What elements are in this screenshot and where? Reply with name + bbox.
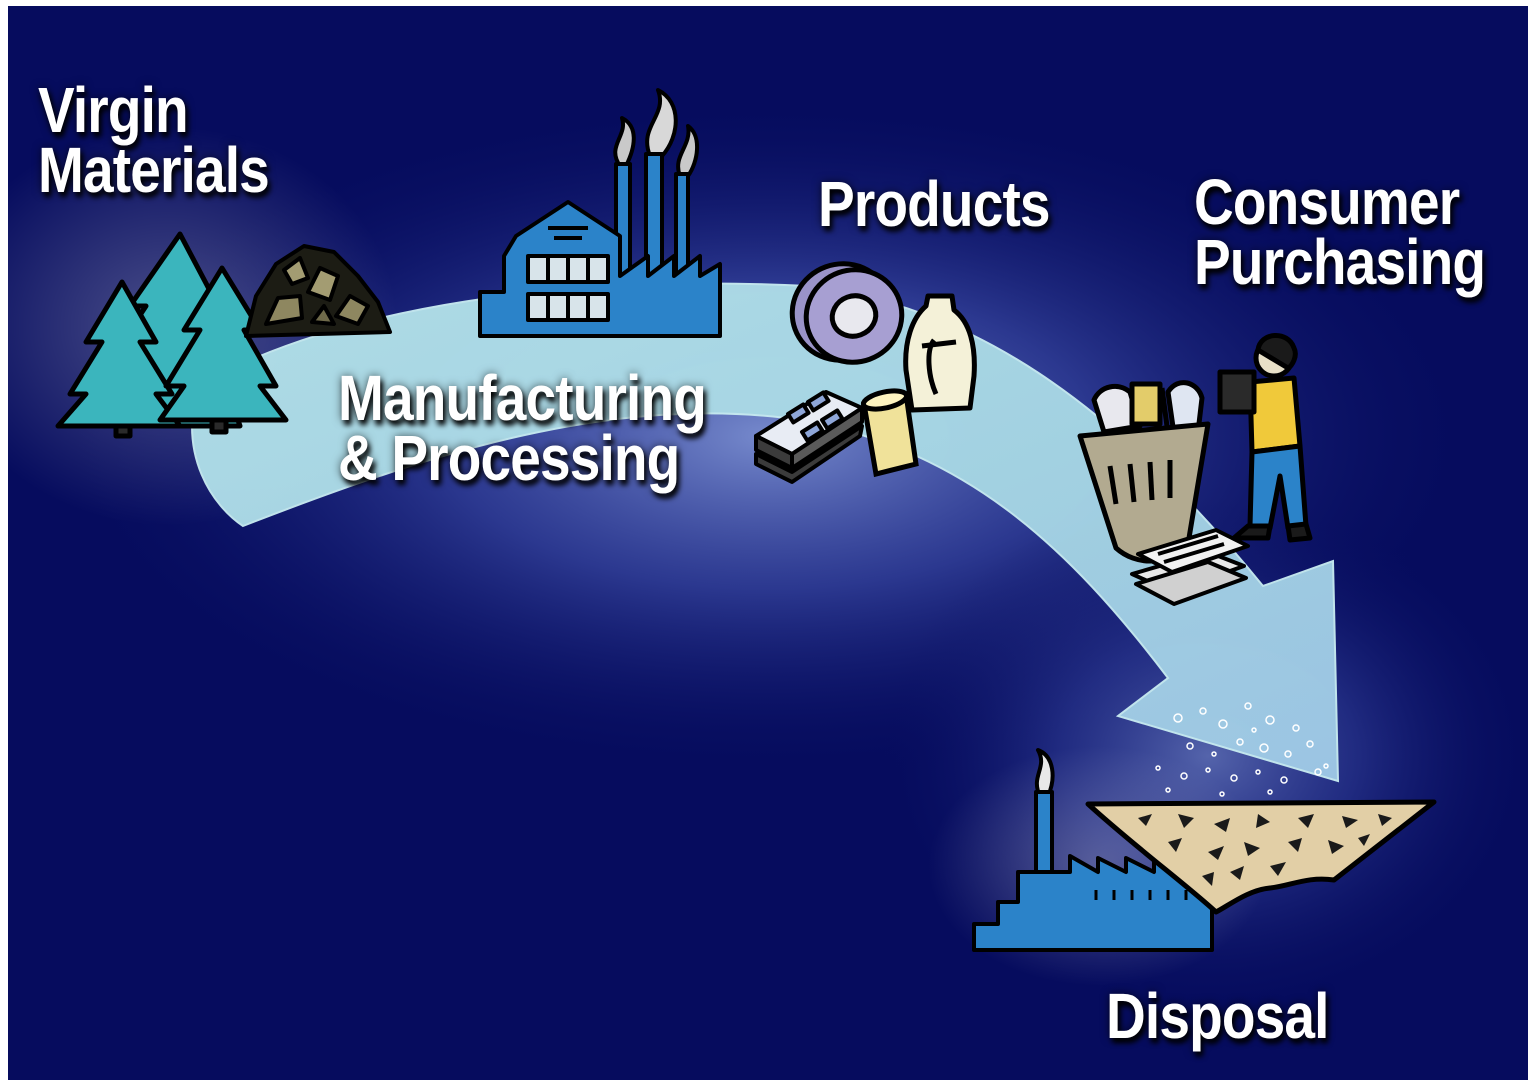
landfill-icon	[1085, 799, 1437, 915]
tree-icon	[55, 231, 289, 439]
tray-icon	[754, 390, 864, 484]
products-line1: Products	[818, 168, 1051, 240]
diagram-scene	[8, 88, 1528, 1016]
waste-lifecycle-diagram: Virgin Materials Manufacturing & Process…	[8, 6, 1528, 1080]
jug-icon	[903, 293, 977, 413]
rock-pile-icon	[244, 244, 392, 338]
disposal-line1: Disposal	[1106, 980, 1329, 1052]
manufacturing-line1: Manufacturing	[338, 362, 707, 434]
shopper-icon	[1217, 333, 1313, 543]
newspaper-icon	[1130, 528, 1250, 606]
trash-can-icon	[1077, 380, 1211, 564]
tire-icon	[789, 261, 905, 365]
consumer-line2: Purchasing	[1194, 226, 1486, 298]
can-icon	[860, 388, 919, 478]
factory-icon	[478, 88, 722, 338]
stage-label-products: Products	[818, 168, 1051, 240]
stage-label-consumer-purchasing: Consumer Purchasing	[1194, 166, 1486, 298]
manufacturing-line2: & Processing	[338, 422, 680, 494]
stage-label-virgin-materials: Virgin Materials	[38, 74, 270, 206]
virgin-materials-line2: Materials	[38, 134, 270, 206]
incinerator-icon	[972, 748, 1214, 952]
debris-particles	[1155, 702, 1329, 797]
virgin-materials-line1: Virgin	[38, 74, 189, 146]
stage-label-disposal: Disposal	[1106, 980, 1329, 1052]
stage-label-manufacturing: Manufacturing & Processing	[338, 362, 707, 494]
consumer-line1: Consumer	[1194, 166, 1460, 238]
